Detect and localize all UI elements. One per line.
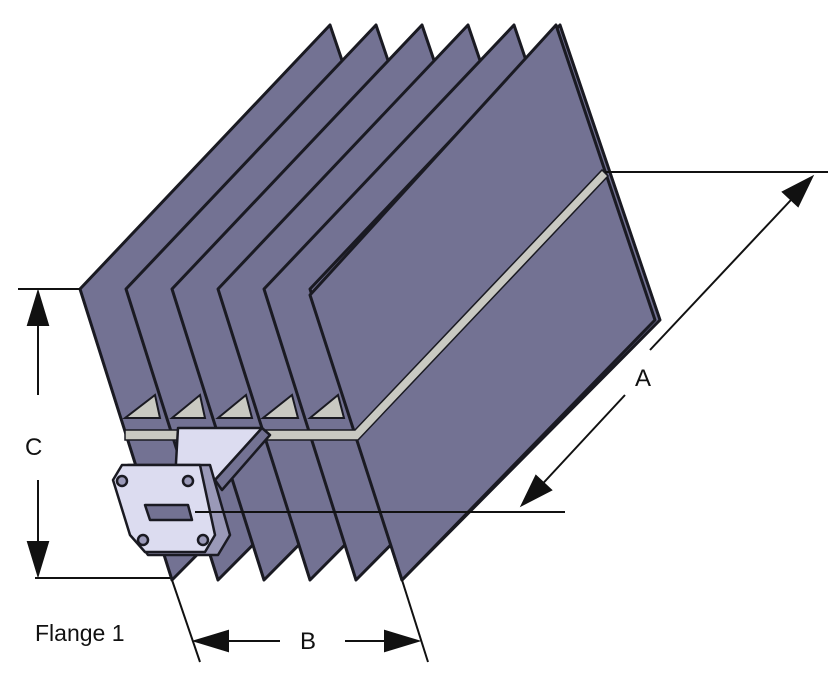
dimension-lines [18, 171, 828, 663]
fin-gap-strip [124, 168, 610, 441]
flange-label: Flange 1 [35, 620, 125, 646]
flange-1 [111, 463, 232, 557]
dimension-c-label: C [25, 434, 43, 461]
waveguide [173, 426, 272, 492]
dimension-a-label: A [635, 365, 652, 392]
dimension-b-label: B [300, 628, 317, 655]
fin-gap-triangles [122, 393, 346, 419]
